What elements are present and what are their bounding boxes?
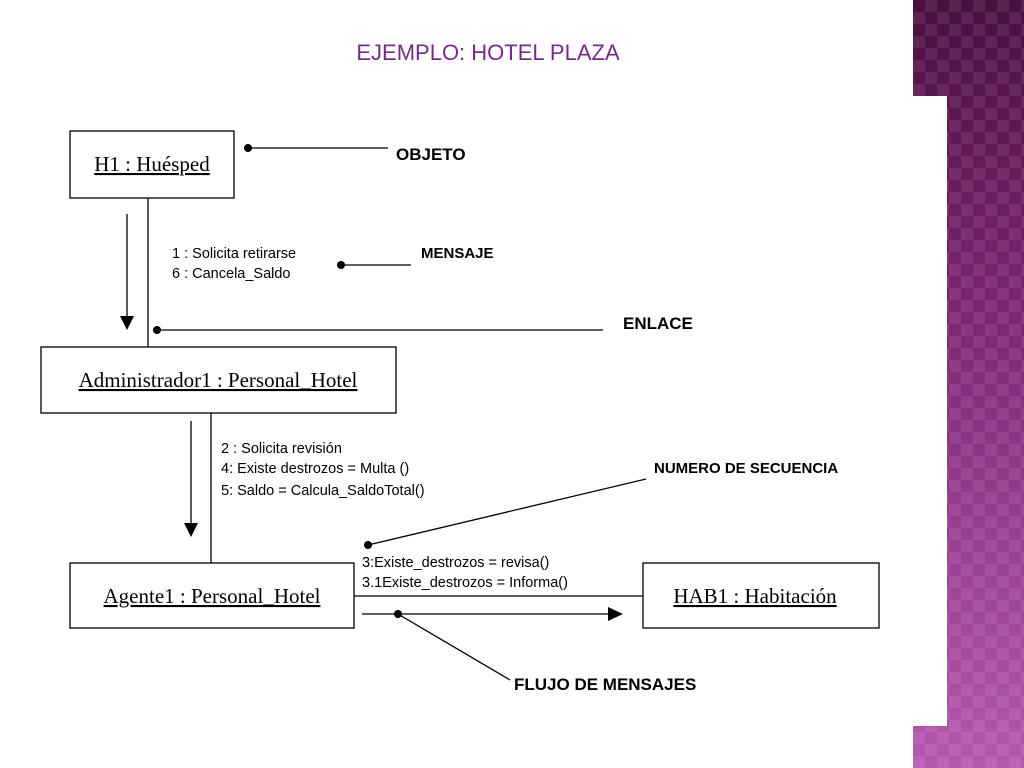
- side-band-notch: [913, 96, 947, 726]
- annotation-numero-de-secuencia: NUMERO DE SECUENCIA: [654, 460, 838, 477]
- collaboration-diagram: H1 : Huésped Administrador1 : Personal_H…: [40, 130, 880, 694]
- message-label-3-1: 3.1Existe_destrozos = Informa(): [362, 575, 568, 591]
- message-label-4: 4: Existe destrozos = Multa (): [221, 461, 409, 477]
- object-box-agente: [69, 562, 355, 629]
- callout-line-flujo: [397, 613, 511, 681]
- message-label-5: 5: Saldo = Calcula_SaldoTotal(): [221, 483, 425, 499]
- message-label-1: 1 : Solicita retirarse: [172, 246, 296, 262]
- object-box-huesped: [69, 130, 235, 199]
- message-arrow-3-head: [608, 607, 623, 621]
- message-arrow-1-head: [120, 316, 134, 330]
- object-label-habitacion: HAB1 : Habitación: [673, 584, 837, 608]
- annotation-enlace: ENLACE: [623, 314, 693, 333]
- message-label-6: 6 : Cancela_Saldo: [172, 266, 291, 282]
- annotation-mensaje: MENSAJE: [421, 245, 494, 262]
- message-label-2: 2 : Solicita revisión: [221, 441, 342, 457]
- object-box-habitacion: [642, 562, 880, 629]
- callout-line-secuencia: [367, 478, 647, 546]
- annotation-objeto: OBJETO: [396, 145, 466, 164]
- message-arrow-2-head: [184, 523, 198, 537]
- message-label-3: 3:Existe_destrozos = revisa(): [362, 555, 549, 571]
- object-label-huesped: H1 : Huésped: [94, 152, 210, 176]
- object-label-administrador: Administrador1 : Personal_Hotel: [79, 368, 358, 392]
- object-label-agente: Agente1 : Personal_Hotel: [104, 584, 321, 608]
- annotation-flujo-de-mensajes: FLUJO DE MENSAJES: [514, 675, 696, 694]
- object-box-administrador: [40, 346, 397, 414]
- slide-title: EJEMPLO: HOTEL PLAZA: [356, 40, 620, 65]
